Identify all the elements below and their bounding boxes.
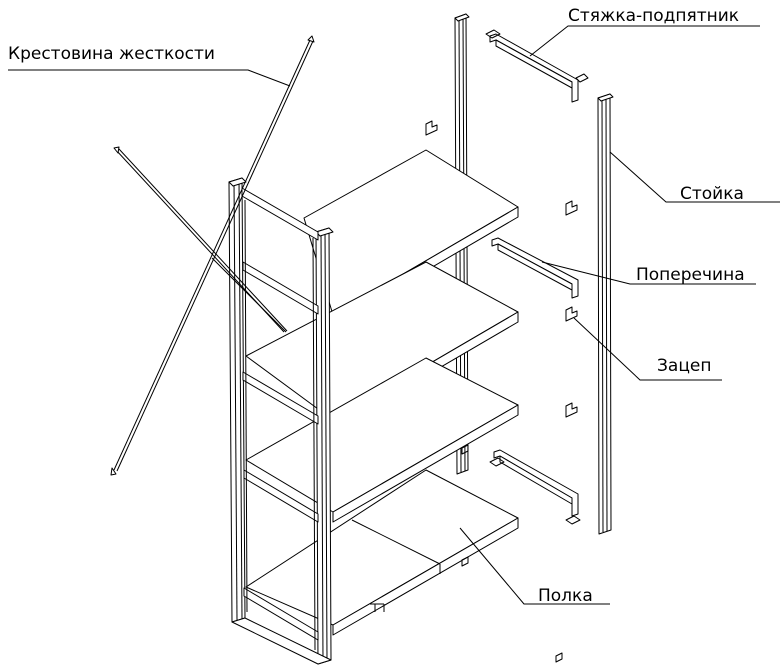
label-post: Стойка [680,184,744,204]
label-shelf: Полка [538,586,593,606]
tie-foot-bottom [489,449,581,525]
leader-lines [8,25,780,605]
label-tie: Стяжка-подпятник [568,6,739,26]
cross-brace-1 [110,35,315,476]
hook-3 [565,306,578,322]
leader-crossbar [541,261,756,285]
front-frame [228,177,334,665]
separate-post [597,93,614,535]
hook-1 [425,120,438,136]
leader-hook [573,317,722,381]
leader-shelf [459,527,610,605]
labels: Крестовина жесткости Стяжка-подпятник Ст… [8,6,745,606]
leader-post [609,151,780,203]
leader-tie [529,25,760,57]
label-hook: Зацеп [657,356,711,376]
cross-brace-2 [113,146,288,333]
hooks [425,120,578,663]
hook-5 [555,652,563,663]
leader-brace-2 [211,257,287,333]
shelf-back-hooks [461,444,469,567]
tie-foot-top [485,29,589,103]
hook-2 [565,200,578,216]
label-brace: Крестовина жесткости [8,44,215,64]
leader-brace [8,69,291,87]
shelf-bottom [245,469,519,636]
hook-4 [565,402,578,418]
crossbar [491,237,579,299]
label-crossbar: Поперечина [636,265,745,285]
